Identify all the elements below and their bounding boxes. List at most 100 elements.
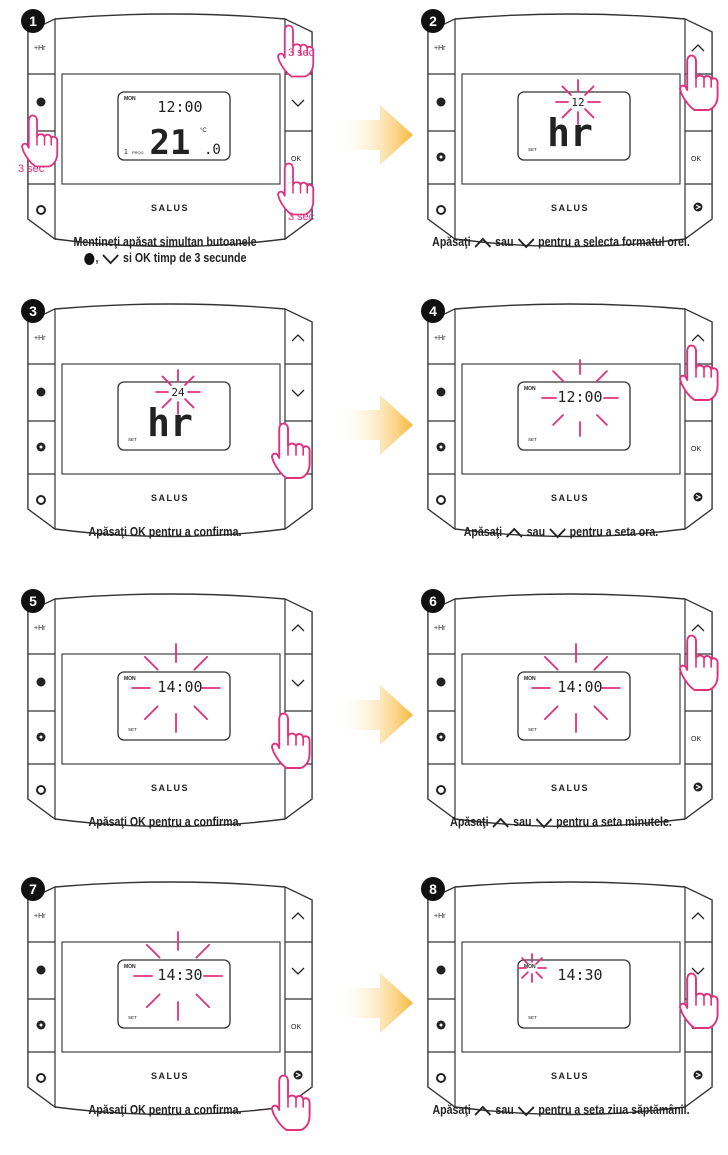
- plus-hour-button[interactable]: +Hr: [34, 913, 46, 920]
- ok-button[interactable]: OK: [691, 736, 701, 743]
- step-8-caption: Apăsaţi sau pentru a seta ziua săptămâni…: [421, 1102, 702, 1118]
- up-button-icon[interactable]: [691, 334, 705, 342]
- step-3-caption: Apăsaţi OK pentru a confirma.: [25, 524, 306, 540]
- pressing-hand-ok-icon: [271, 422, 311, 479]
- manual-mode-icon[interactable]: [36, 677, 46, 687]
- next-arrow-icon[interactable]: [693, 492, 703, 502]
- chevron-down-icon: [549, 527, 566, 539]
- step-number: 4: [429, 303, 437, 319]
- plus-hour-button[interactable]: +Hr: [34, 45, 46, 52]
- down-button-icon[interactable]: [291, 967, 305, 975]
- manual-mode-icon[interactable]: [36, 387, 46, 397]
- up-button-icon[interactable]: [291, 624, 305, 632]
- lcd-hr: hr: [547, 111, 593, 155]
- step-number-badge: [21, 299, 45, 323]
- next-arrow-icon[interactable]: [693, 1070, 703, 1080]
- up-button-icon[interactable]: [691, 624, 705, 632]
- settings-gear-icon[interactable]: [36, 1073, 46, 1083]
- step-7-caption: Apăsaţi OK pentru a confirma.: [25, 1102, 306, 1118]
- caption-text: Apăsaţi OK pentru a confirma.: [88, 815, 242, 829]
- step-number-badge: [421, 299, 445, 323]
- brand-logo: SALUS: [151, 493, 189, 503]
- manual-mode-icon[interactable]: [436, 387, 446, 397]
- settings-gear-icon[interactable]: [36, 785, 46, 795]
- down-button-icon[interactable]: [291, 679, 305, 687]
- lcd-unit: °C: [200, 128, 207, 134]
- plus-hour-button[interactable]: +Hr: [434, 335, 446, 342]
- hour-format-blink: [155, 369, 201, 415]
- lcd-set: SET: [128, 727, 137, 732]
- next-step-arrow: [335, 395, 413, 455]
- up-button-icon[interactable]: [291, 912, 305, 920]
- next-arrow-icon[interactable]: [693, 782, 703, 792]
- brand-logo: SALUS: [151, 203, 189, 213]
- settings-gear-icon[interactable]: [436, 1073, 446, 1083]
- brand-logo: SALUS: [151, 783, 189, 793]
- lcd-hr: hr: [147, 401, 193, 445]
- caption-text-2: pentru a seta ora.: [569, 525, 659, 539]
- lcd-day: MON: [124, 676, 136, 682]
- lcd-set: SET: [128, 437, 137, 442]
- caption-text-2: pentru a seta minutele.: [556, 815, 672, 829]
- settings-gear-icon[interactable]: [36, 495, 46, 505]
- up-button-icon[interactable]: [691, 44, 705, 52]
- caption-text-2: si OK timp de 3 secunde: [123, 251, 247, 265]
- settings-gear-icon[interactable]: [436, 495, 446, 505]
- next-arrow-icon[interactable]: [293, 1070, 303, 1080]
- step-number: 8: [429, 881, 437, 897]
- manual-mode-icon: [84, 252, 95, 265]
- plus-hour-button[interactable]: +Hr: [434, 913, 446, 920]
- lcd-set: SET: [128, 1015, 137, 1020]
- pressing-hand-manual-icon: [21, 114, 59, 168]
- ok-button[interactable]: OK: [691, 446, 701, 453]
- step-number-badge: [421, 9, 445, 33]
- press-duration-label: 3 sec: [288, 47, 315, 59]
- manual-mode-icon[interactable]: [436, 965, 446, 975]
- plus-hour-button[interactable]: +Hr: [34, 335, 46, 342]
- brand-logo: SALUS: [551, 493, 589, 503]
- manual-mode-icon[interactable]: [436, 677, 446, 687]
- step-number-badge: [21, 9, 45, 33]
- down-button-icon[interactable]: [291, 99, 305, 107]
- step-1-caption: Mentineţi apăsat simultan butoanele, si …: [73, 235, 257, 265]
- lcd-screen: [117, 91, 231, 161]
- settings-gear-icon[interactable]: [36, 205, 46, 215]
- pressing-hand-ok-icon: [271, 712, 311, 769]
- next-arrow-icon[interactable]: [693, 202, 703, 212]
- next-step-arrow: [335, 105, 413, 165]
- up-button-icon[interactable]: [691, 912, 705, 920]
- ok-button[interactable]: OK: [291, 1024, 301, 1031]
- brand-logo: SALUS: [551, 203, 589, 213]
- manual-mode-icon[interactable]: [436, 97, 446, 107]
- settings-gear-icon[interactable]: [436, 205, 446, 215]
- pressing-hand-up-icon: [679, 344, 719, 401]
- lcd-prog: PROG: [132, 150, 144, 155]
- press-duration-label: 3 sec: [288, 211, 315, 223]
- manual-mode-icon[interactable]: [36, 97, 46, 107]
- step-number: 3: [29, 303, 37, 319]
- down-button-icon[interactable]: [691, 967, 705, 975]
- settings-gear-icon[interactable]: [436, 785, 446, 795]
- ok-button[interactable]: OK: [291, 156, 301, 163]
- manual-mode-icon[interactable]: [36, 965, 46, 975]
- caption-text: Apăsaţi OK pentru a confirma.: [88, 525, 242, 539]
- brand-logo: SALUS: [551, 1071, 589, 1081]
- step-number: 1: [29, 13, 37, 29]
- chevron-up-icon: [474, 1105, 492, 1116]
- down-button-icon[interactable]: [291, 389, 305, 397]
- caption-text-2: pentru a selecta formatul orei.: [538, 235, 690, 249]
- up-button-icon[interactable]: [291, 334, 305, 342]
- plus-hour-button[interactable]: +Hr: [434, 45, 446, 52]
- ok-button[interactable]: OK: [691, 156, 701, 163]
- lcd-day: MON: [524, 676, 536, 682]
- plus-hour-button[interactable]: +Hr: [34, 625, 46, 632]
- lcd-time: 14:30: [157, 966, 202, 984]
- press-duration-label: 3 sec: [18, 163, 45, 175]
- plus-hour-button[interactable]: +Hr: [434, 625, 446, 632]
- pressing-hand-down-icon: [679, 972, 719, 1029]
